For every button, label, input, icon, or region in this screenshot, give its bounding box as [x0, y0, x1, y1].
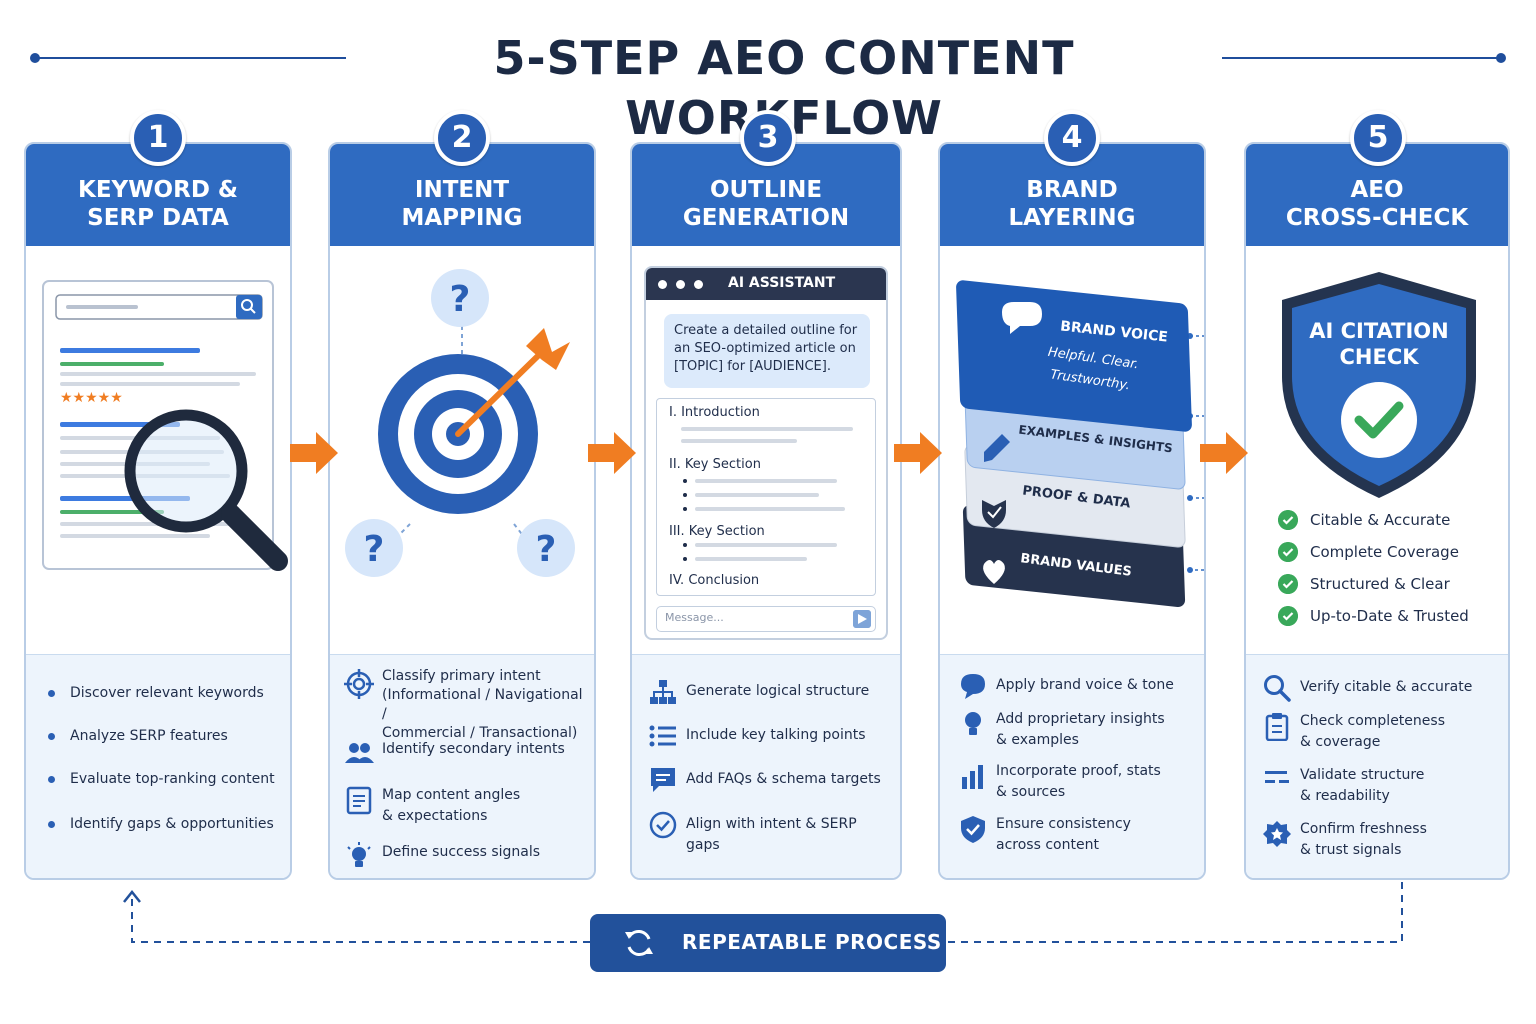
repeatable-process-button[interactable]: REPEATABLE PROCESS — [590, 914, 946, 972]
lightbulb-icon — [965, 712, 981, 735]
title-dot-left — [30, 53, 40, 63]
shield-check-icon — [961, 816, 985, 843]
send-icon[interactable] — [853, 610, 871, 628]
step-3-badge: 3 — [740, 110, 796, 166]
shield-label: AI CITATION CHECK — [1309, 319, 1449, 369]
flow-arrow-icon — [894, 432, 942, 474]
step-3-card: OUTLINE GENERATION AI ASSISTANT Create a… — [630, 142, 902, 880]
question-icon: ? — [364, 529, 385, 570]
step-2-details: Classify primary intent (Informational /… — [330, 654, 594, 878]
step-5-card: AEO CROSS-CHECK AI CITATION CHECK Citabl… — [1244, 142, 1510, 880]
brand-layers-illustration — [956, 280, 1204, 607]
search-icon — [1264, 675, 1291, 702]
step-5-title: AEO CROSS-CHECK — [1285, 177, 1469, 231]
flow-arrow-icon — [290, 432, 338, 474]
chat-icon — [651, 768, 675, 792]
intent-target-illustration: ? ? ? — [345, 269, 575, 577]
shield-illustration — [1282, 272, 1476, 498]
title-rule-left — [36, 57, 346, 59]
step-1-header: KEYWORD & SERP DATA — [26, 144, 290, 246]
arrow-up-icon — [123, 889, 141, 903]
ai-window-titlebar: AI ASSISTANT — [646, 268, 886, 300]
serp-illustration: ★★★★★ — [42, 280, 288, 571]
step-1-details: Discover relevant keywords Analyze SERP … — [26, 654, 290, 878]
step-3-title: OUTLINE GENERATION — [682, 177, 850, 231]
ai-assistant-window: AI ASSISTANT Create a detailed outline f… — [644, 266, 888, 640]
step-4-badge: 4 — [1044, 110, 1100, 166]
title-rule-right — [1222, 57, 1500, 59]
step-4-details: Apply brand voice & tone Add proprietary… — [940, 654, 1204, 878]
check-circle-icon — [1278, 574, 1298, 594]
structure-icon — [1265, 771, 1289, 783]
badge-star-icon — [1263, 821, 1291, 847]
question-icon: ? — [536, 529, 557, 570]
step-2-card: INTENT MAPPING ? ? ? Classify primary in… — [328, 142, 596, 880]
step-5-badge: 5 — [1350, 110, 1406, 166]
check-circle-icon — [1278, 542, 1298, 562]
flow-arrow-icon — [588, 432, 636, 474]
check-circle-icon — [1278, 606, 1298, 626]
step-2-badge: 2 — [434, 110, 490, 166]
step-1-title: KEYWORD & SERP DATA — [78, 177, 238, 231]
ai-prompt-bubble: Create a detailed outline for an SEO-opt… — [664, 314, 870, 388]
step-4-card: BRAND LAYERING BRAND VOICE Helpful. Clea… — [938, 142, 1206, 880]
step-3-details: Generate logical structure Include key t… — [632, 654, 900, 878]
step-1-card: KEYWORD & SERP DATA ★★★★★ Discover relev… — [24, 142, 292, 880]
check-circle-icon — [649, 811, 677, 839]
step-4-title: BRAND LAYERING — [1008, 177, 1136, 231]
svg-text:★★★★★: ★★★★★ — [60, 390, 123, 406]
title-row: 5-STEP AEO CONTENT WORKFLOW — [0, 28, 1536, 145]
speech-bubble-icon — [1002, 302, 1042, 334]
speech-bubble-icon — [961, 674, 985, 699]
title-dot-right — [1496, 53, 1506, 63]
check-circle-icon — [1278, 510, 1298, 530]
heart-icon — [983, 560, 1005, 584]
lightbulb-icon — [347, 842, 371, 867]
flow-arrow-icon — [1200, 432, 1248, 474]
refresh-icon — [625, 930, 653, 956]
clipboard-icon — [1265, 713, 1289, 741]
repeatable-process-label: REPEATABLE PROCESS — [682, 930, 942, 954]
step-1-badge: 1 — [130, 110, 186, 166]
question-icon: ? — [450, 279, 471, 320]
ai-outline-panel: I. Introduction II. Key Section III. Key… — [656, 398, 876, 596]
check-icon — [1354, 401, 1404, 439]
bar-chart-icon — [962, 765, 983, 789]
list-icon — [649, 725, 676, 747]
sitemap-icon — [650, 680, 676, 704]
pencil-icon — [984, 434, 1010, 462]
ai-window-title: AI ASSISTANT — [728, 275, 836, 291]
step-5-details: Verify citable & accurate Check complete… — [1246, 654, 1508, 878]
target-icon — [344, 669, 374, 699]
repeat-loop-path — [123, 882, 1403, 943]
ai-message-input[interactable]: Message... — [656, 606, 876, 632]
users-icon — [345, 743, 374, 763]
document-icon — [346, 786, 372, 815]
step-2-title: INTENT MAPPING — [401, 177, 523, 231]
